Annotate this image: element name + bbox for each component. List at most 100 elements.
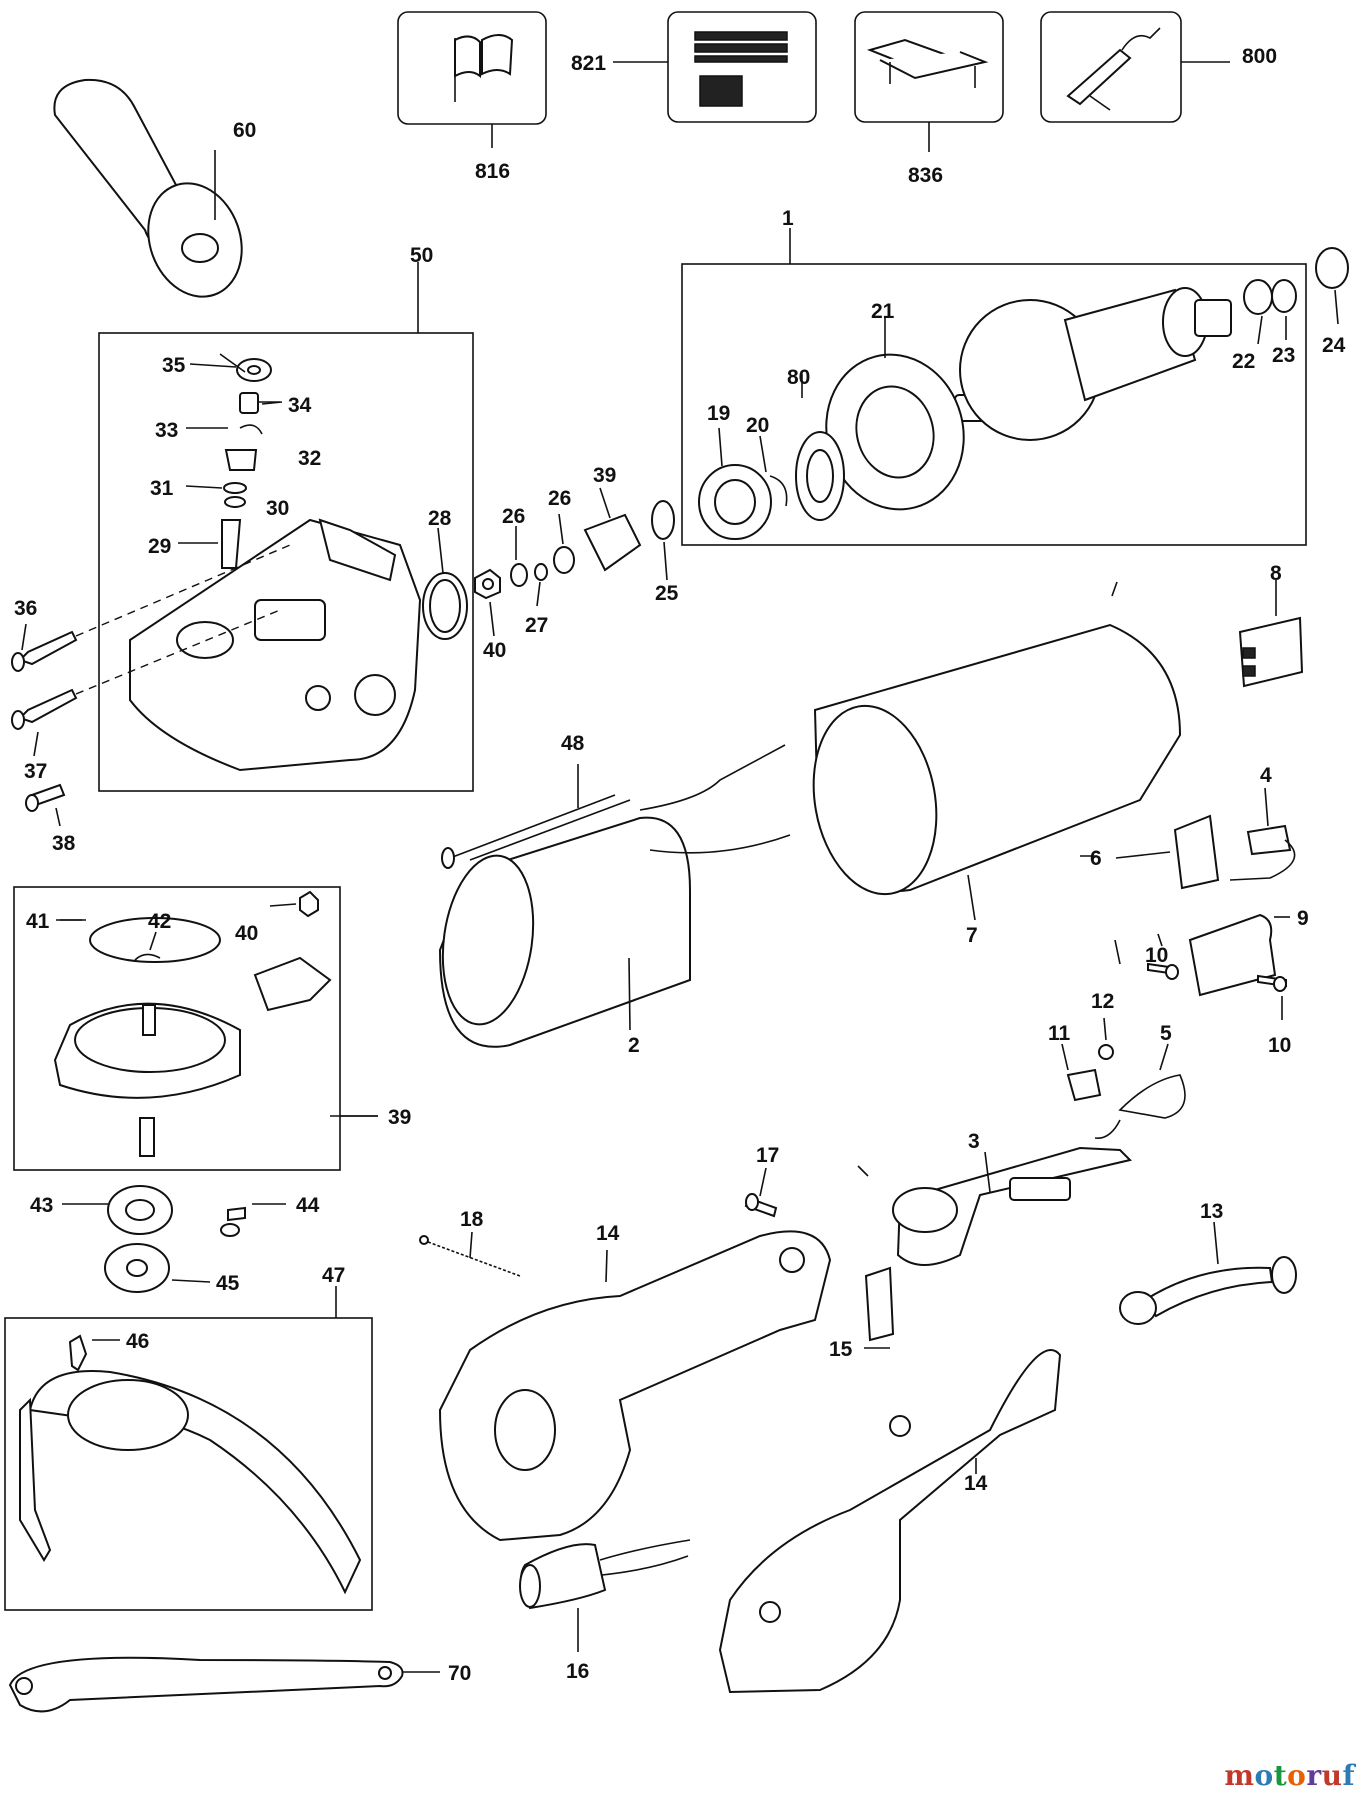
label-39a: 39 [593,464,616,487]
label-18: 18 [460,1208,484,1231]
label-45: 45 [216,1272,240,1295]
label-800: 800 [1242,45,1277,68]
label-836: 836 [908,164,943,187]
side-handle [53,78,243,298]
suppressor-plate [864,1266,895,1342]
capacitor [519,1539,691,1610]
label-20: 20 [746,414,769,437]
label-46: 46 [126,1330,149,1353]
handle-screw [744,1193,778,1218]
label-33: 33 [155,419,178,442]
label-29: 29 [148,535,171,558]
label-40b: 40 [235,922,258,945]
brand-letter: o [1287,1759,1307,1792]
label-16: 16 [566,1660,589,1683]
label-44: 44 [296,1194,320,1217]
brand-letter: m [1224,1759,1255,1792]
label-14b: 14 [964,1472,988,1495]
label-27: 27 [525,614,548,637]
gear-assembly-group-box [13,886,341,1171]
switch [892,1146,1132,1266]
accessory-box-821 [667,11,817,123]
label-816: 816 [475,160,510,183]
label-24: 24 [1322,334,1346,357]
trigger-spring-rod [419,1235,521,1277]
housing-screws [11,630,78,812]
label-70: 70 [448,1662,471,1685]
label-13: 13 [1200,1200,1223,1223]
part-number-labels: 800 816 821 836 60 50 1 35 34 33 32 31 3… [14,45,1346,1685]
label-37: 37 [24,760,47,783]
label-19: 19 [707,402,730,425]
brush-cover [1188,913,1277,997]
label-23: 23 [1272,344,1295,367]
label-11: 11 [1048,1022,1071,1045]
wheel-guard-group-box [4,1317,373,1611]
gear-assembly [53,890,332,1157]
brand-letter: f [1342,1759,1355,1792]
motor-housing [812,623,1182,896]
label-60: 60 [233,119,256,142]
spindle-lock-parts [221,358,272,569]
fan-baffle [825,353,965,511]
brush-holder [1173,814,1296,890]
pin-spanner [8,1656,404,1713]
label-10b: 10 [1268,1034,1291,1057]
brand-letter: o [1254,1759,1274,1792]
label-6: 6 [1090,847,1102,870]
brush-block [1238,616,1304,688]
rear-handle-half [438,1230,832,1542]
label-43: 43 [30,1194,53,1217]
long-screw [441,794,616,869]
small-screws [1098,962,1287,1060]
wheel-guard [19,1334,362,1595]
label-21: 21 [871,300,895,323]
gear-housing-seal-ring [422,572,468,640]
label-2: 2 [628,1034,640,1057]
label-35: 35 [162,354,186,377]
label-14a: 14 [596,1222,620,1245]
label-32: 32 [298,447,321,470]
label-31: 31 [150,477,174,500]
brand-watermark: motoruf [1224,1759,1355,1792]
label-821: 821 [571,52,606,75]
label-25: 25 [655,582,679,605]
accessory-box-816 [397,11,547,125]
brand-letter: u [1321,1759,1343,1792]
armature-group-box [681,263,1307,546]
label-41: 41 [26,910,50,933]
label-26b: 26 [548,487,571,510]
flanges-and-nut [104,1185,246,1293]
label-40a: 40 [483,639,506,662]
label-12: 12 [1091,990,1114,1013]
label-42: 42 [148,910,171,933]
cord-clamp [1066,1068,1186,1139]
label-3: 3 [968,1130,980,1153]
pinion-and-washers [474,500,675,600]
front-handle-half [718,1349,1062,1694]
label-28: 28 [428,507,452,530]
brand-letter: r [1306,1759,1322,1792]
gear-housing-group-box [98,332,474,792]
field-coil [438,744,791,1048]
label-26a: 26 [502,505,525,528]
label-4: 4 [1260,764,1272,787]
label-80: 80 [787,366,810,389]
label-17: 17 [756,1144,779,1167]
gear-housing [129,518,422,772]
label-36: 36 [14,597,37,620]
armature [954,287,1232,441]
accessory-box-836 [854,11,1004,123]
label-22: 22 [1232,350,1255,373]
label-15: 15 [829,1338,853,1361]
label-47: 47 [322,1264,345,1287]
label-38: 38 [52,832,76,855]
label-48: 48 [561,732,585,755]
label-50: 50 [410,244,433,267]
label-7: 7 [966,924,978,947]
bearing-and-clips [698,247,1349,540]
label-5: 5 [1160,1022,1172,1045]
label-1: 1 [782,207,794,230]
label-34: 34 [288,394,312,417]
